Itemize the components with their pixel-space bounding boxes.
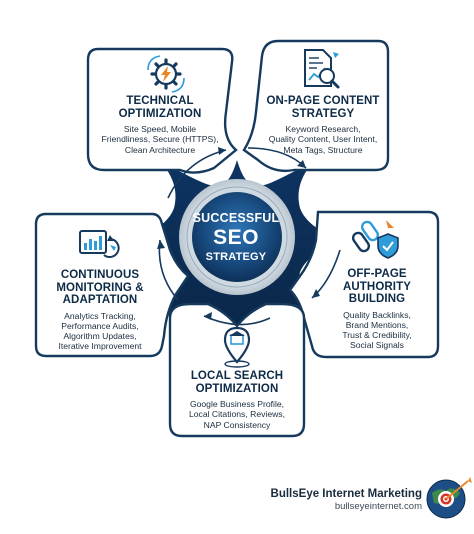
card-local-outline bbox=[168, 302, 306, 438]
hub-core bbox=[192, 192, 282, 282]
chain-link-shield-icon bbox=[351, 220, 399, 259]
hub-title-line2: SEO bbox=[213, 226, 259, 249]
card-local-desc-line1: Google Business Profile, bbox=[189, 399, 285, 409]
card-offpage-title-line3: BUILDING bbox=[348, 293, 406, 305]
card-local: LOCAL SEARCH OPTIMIZATION Google Busines… bbox=[172, 370, 302, 430]
card-offpage-title-line1: OFF-PAGE bbox=[347, 268, 407, 280]
map-pin-icon bbox=[223, 326, 251, 368]
card-offpage-desc-line1: Quality Backlinks, bbox=[343, 309, 411, 320]
card-offpage: OFF-PAGE AUTHORITY BUILDING Quality Back… bbox=[318, 268, 436, 351]
card-offpage-desc-line2: Brand Mentions, bbox=[345, 319, 409, 330]
hub-title-line1: SUCCESSFUL bbox=[192, 211, 280, 225]
bullseye-globe-logo bbox=[426, 477, 472, 519]
card-technical-title-line2: OPTIMIZATION bbox=[118, 107, 202, 120]
card-local-desc-line3: NAP Consistency bbox=[203, 419, 271, 430]
brand-url[interactable]: bullseyeinternet.com bbox=[334, 501, 422, 512]
card-offpage-desc-line3: Trust & Credibility, bbox=[342, 330, 412, 341]
card-monitoring-title-line2: MONITORING & bbox=[56, 281, 144, 294]
card-offpage-title-line2: AUTHORITY bbox=[343, 280, 411, 293]
card-technical-desc-line1: Site Speed, Mobile bbox=[123, 124, 197, 134]
analytics-refresh-icon bbox=[79, 230, 120, 258]
card-onpage-outline bbox=[242, 39, 390, 173]
brand-footer: BullsEye Internet Marketing bullseyeinte… bbox=[271, 488, 422, 512]
card-monitoring-desc-line3: Algorithm Updates, bbox=[63, 331, 137, 342]
brand-name: BullsEye Internet Marketing bbox=[270, 488, 422, 500]
card-local-desc-line2: Local Citations, Reviews, bbox=[188, 409, 285, 420]
card-onpage-desc-line2: Quality Content, User Intent, bbox=[268, 134, 378, 145]
card-offpage-desc-line4: Social Signals bbox=[350, 340, 404, 351]
card-monitoring-desc-line2: Performance Audits, bbox=[61, 320, 139, 331]
card-technical-outline bbox=[86, 47, 238, 174]
card-onpage: ON-PAGE CONTENT STRATEGY Keyword Researc… bbox=[260, 95, 386, 155]
card-monitoring-desc-line1: Analytics Tracking, bbox=[64, 310, 136, 321]
card-onpage-desc-line3: Meta Tags, Structure bbox=[283, 144, 363, 155]
card-monitoring-title-line1: CONTINUOUS bbox=[60, 269, 140, 281]
card-monitoring: CONTINUOUS MONITORING & ADAPTATION Analy… bbox=[38, 269, 162, 352]
card-monitoring-title-line3: ADAPTATION bbox=[62, 294, 138, 306]
card-technical: TECHNICAL OPTIMIZATION Site Speed, Mobil… bbox=[96, 95, 224, 155]
card-monitoring-outline bbox=[34, 212, 190, 358]
card-local-title-line1: LOCAL SEARCH bbox=[190, 370, 284, 382]
cycle-arrowheads bbox=[157, 147, 320, 320]
card-onpage-title-line1: ON-PAGE CONTENT bbox=[266, 95, 380, 107]
card-technical-desc-line2: Friendliness, Secure (HTTPS), bbox=[101, 134, 219, 145]
card-onpage-desc-line1: Keyword Research, bbox=[285, 124, 361, 134]
card-technical-title-line1: TECHNICAL bbox=[126, 95, 194, 107]
document-magnifier-icon bbox=[304, 49, 340, 89]
gear-lightning-icon bbox=[147, 55, 185, 93]
card-technical-desc-line3: Clean Architecture bbox=[124, 144, 196, 155]
card-local-title-line2: OPTIMIZATION bbox=[195, 382, 279, 395]
card-onpage-title-line2: STRATEGY bbox=[291, 107, 355, 120]
hub-title-line3: STRATEGY bbox=[205, 251, 267, 263]
card-monitoring-desc-line4: Iterative Improvement bbox=[58, 341, 142, 352]
card-offpage-outline bbox=[288, 210, 440, 359]
